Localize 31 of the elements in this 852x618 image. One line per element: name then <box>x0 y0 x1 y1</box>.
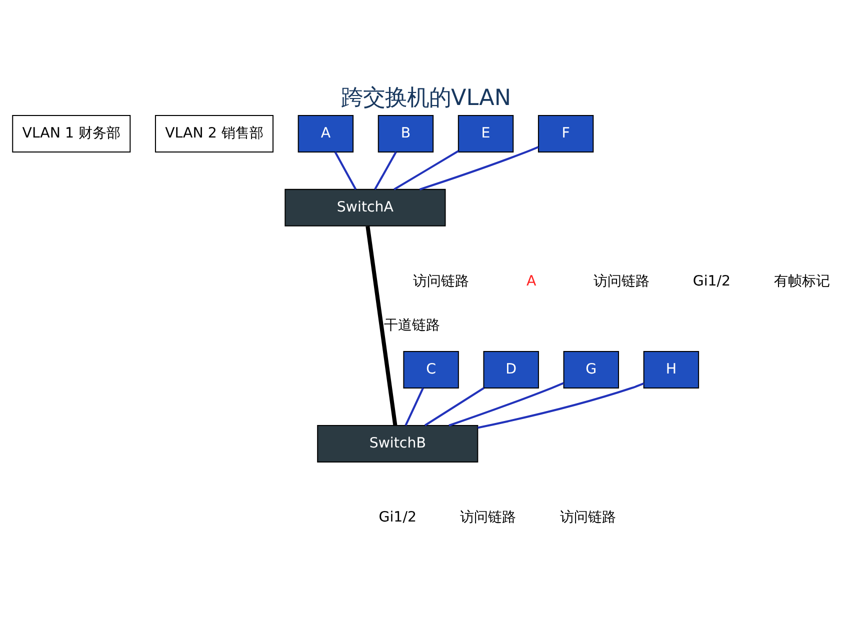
label: Gi1/2 <box>692 272 731 289</box>
node-box: G <box>563 350 620 388</box>
diagram-title: 跨交换机的VLAN <box>340 84 512 110</box>
node-box: SwitchB <box>317 424 478 462</box>
connector <box>448 382 564 426</box>
connector <box>366 226 398 426</box>
label: 访问链路 <box>413 272 470 289</box>
connector <box>478 382 644 428</box>
node-box: VLAN 2 销售部 <box>154 114 274 152</box>
label: 访问链路 <box>594 272 650 289</box>
node-box: VLAN 1 财务部 <box>12 114 131 152</box>
connector <box>424 386 484 426</box>
node-box: D <box>483 350 539 388</box>
label: 有帧标记 <box>774 272 830 289</box>
node-box: A <box>298 114 354 152</box>
label: 访问链路 <box>560 508 616 525</box>
connector <box>374 151 397 190</box>
edge-label: 干道链路 <box>384 316 440 333</box>
node-box: B <box>378 114 434 152</box>
connector <box>419 146 539 190</box>
node-box: SwitchA <box>284 188 446 226</box>
label: Gi1/2 <box>378 508 416 525</box>
label: 访问链路 <box>460 508 516 525</box>
node-box: C <box>403 350 459 388</box>
label: A <box>526 272 536 289</box>
node-box: F <box>538 114 594 152</box>
connector <box>334 151 357 190</box>
node-box: E <box>458 114 514 152</box>
node-box: H <box>643 350 700 388</box>
connector <box>394 150 459 190</box>
connector <box>404 387 424 426</box>
